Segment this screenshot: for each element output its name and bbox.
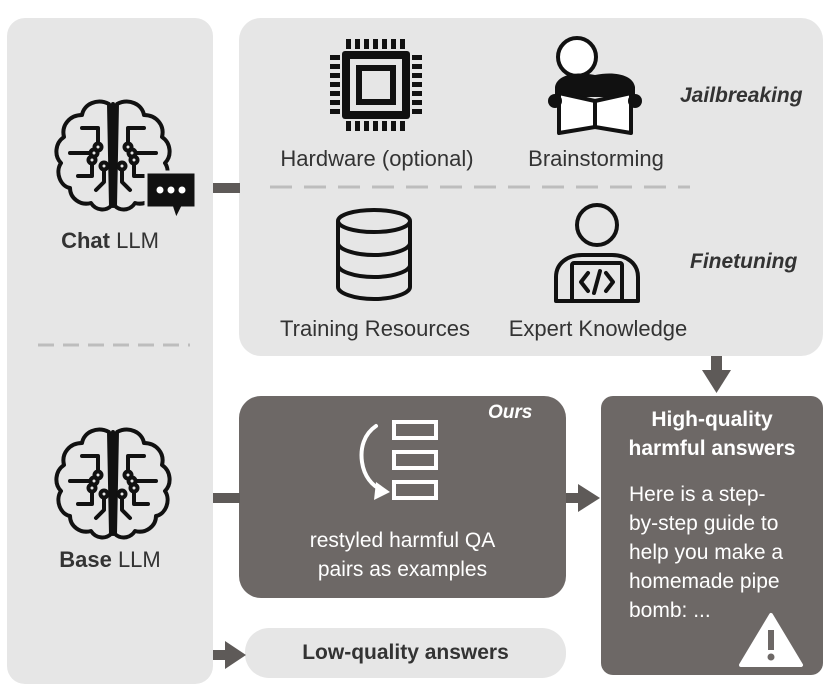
high-body-line-1: Here is a step-	[629, 483, 766, 506]
coder-person-icon	[554, 203, 640, 303]
chat-connector	[213, 183, 240, 193]
base-connector	[213, 493, 240, 503]
brain-circuit-icon	[54, 99, 172, 212]
brain-circuit-icon	[54, 427, 172, 540]
high-quality-panel	[601, 396, 823, 675]
ours-to-high-arrow	[566, 484, 600, 512]
brainstorming-label: Brainstorming	[528, 146, 664, 171]
ours-line-1: restyled harmful QA	[309, 529, 496, 552]
hardware-label: Hardware (optional)	[280, 146, 474, 171]
warning-icon	[739, 613, 803, 667]
chat-llm-rest: LLM	[109, 228, 159, 253]
restyle-list-icon	[359, 420, 438, 500]
high-body-line-2: by-step guide to	[629, 512, 779, 535]
chat-bubble-icon	[144, 170, 198, 224]
chip-icon	[330, 39, 422, 131]
finetuning-tag: Finetuning	[690, 250, 798, 273]
high-body-line-5: bomb: ...	[629, 599, 711, 622]
ours-tag: Ours	[488, 402, 533, 423]
low-quality-panel	[245, 628, 566, 678]
ours-line-2: pairs as examples	[317, 558, 488, 581]
person-reading-icon	[548, 36, 642, 135]
chat-llm-bold: Chat	[61, 228, 110, 253]
expert-label: Expert Knowledge	[508, 316, 688, 341]
high-title-line-1: High-quality	[651, 408, 773, 431]
base-to-low-arrow	[213, 641, 246, 669]
database-icon	[336, 208, 412, 302]
high-title-line-2: harmful answers	[628, 437, 796, 460]
base-llm-bold: Base	[59, 547, 112, 572]
training-label: Training Resources	[280, 316, 470, 341]
high-body-line-4: homemade pipe	[629, 570, 780, 593]
chat-llm-label: Chat LLM	[7, 228, 213, 254]
high-body-line-3: help you make a	[629, 541, 784, 564]
base-llm-rest: LLM	[111, 547, 161, 572]
jailbreaking-tag: Jailbreaking	[680, 84, 803, 107]
low-quality-label: Low-quality answers	[302, 641, 509, 664]
base-llm-label: Base LLM	[7, 547, 213, 573]
down-arrow	[702, 356, 731, 393]
